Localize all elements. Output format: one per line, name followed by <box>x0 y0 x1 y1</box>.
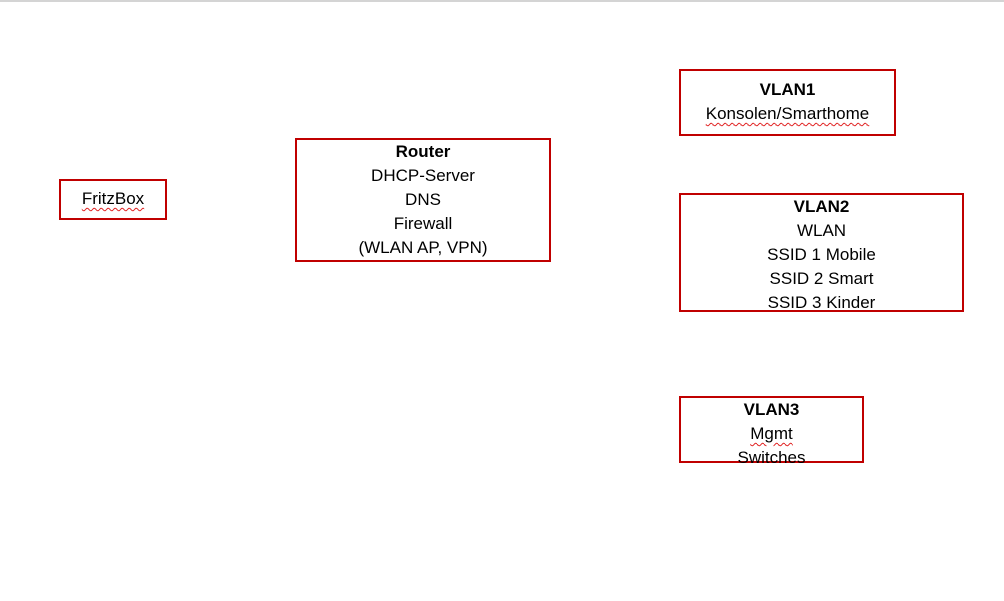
router-line-wlan-vpn: (WLAN AP, VPN) <box>358 238 488 257</box>
vlan1-box[interactable]: VLAN1 Konsolen/Smarthome <box>679 69 896 136</box>
router-line-dhcp: DHCP-Server <box>371 166 475 185</box>
router-line-dns: DNS <box>405 190 441 209</box>
fritzbox-box[interactable]: FritzBox <box>59 179 167 220</box>
router-box[interactable]: Router DHCP-Server DNS Firewall (WLAN AP… <box>295 138 551 262</box>
router-title: Router <box>395 142 451 161</box>
page-top-border <box>0 0 1004 2</box>
vlan2-line-ssid2: SSID 2 Smart <box>769 269 874 288</box>
vlan1-line-konsolen: Konsolen/Smarthome <box>705 104 870 123</box>
vlan2-title: VLAN2 <box>793 197 850 216</box>
fritzbox-label: FritzBox <box>81 189 145 208</box>
vlan3-line-switches: Switches <box>737 448 806 467</box>
vlan3-title: VLAN3 <box>743 400 800 419</box>
vlan2-line-ssid1: SSID 1 Mobile <box>767 245 876 264</box>
vlan2-line-ssid3: SSID 3 Kinder <box>767 293 876 312</box>
vlan1-title: VLAN1 <box>759 80 816 99</box>
vlan3-box[interactable]: VLAN3 Mgmt Switches <box>679 396 864 467</box>
vlan2-box[interactable]: VLAN2 WLAN SSID 1 Mobile SSID 2 Smart SS… <box>679 193 964 312</box>
router-line-firewall: Firewall <box>393 214 453 233</box>
vlan3-line-mgmt: Mgmt <box>750 424 793 443</box>
vlan2-line-wlan: WLAN <box>796 221 847 240</box>
